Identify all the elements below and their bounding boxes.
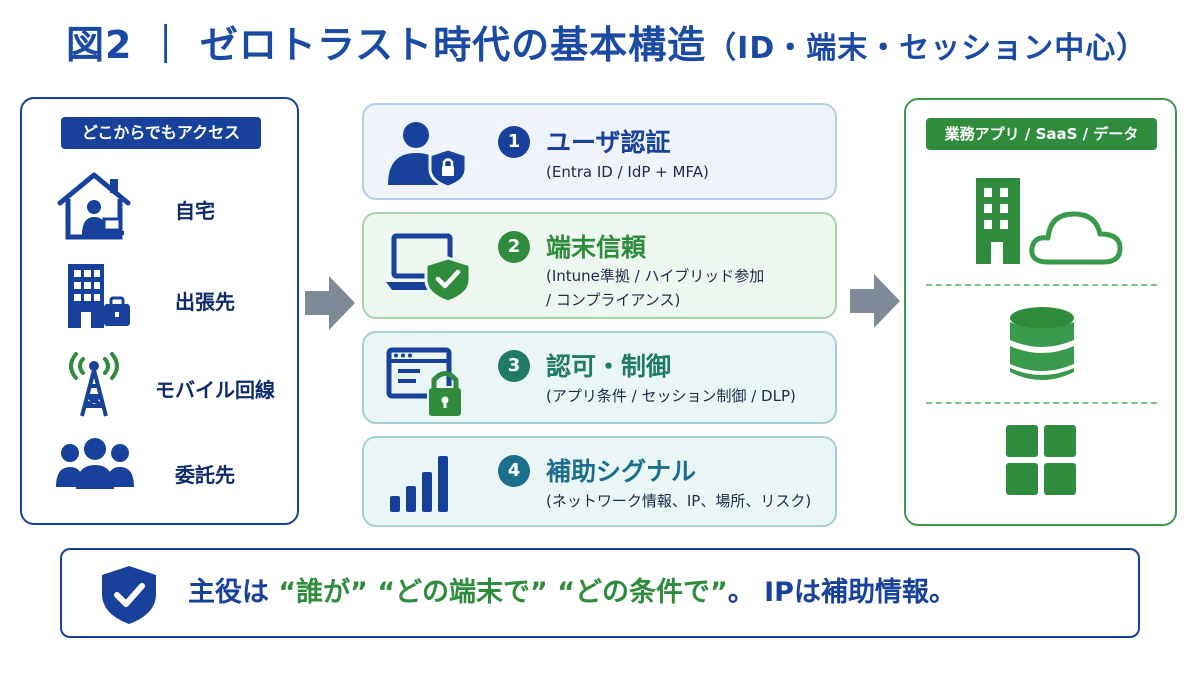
section-divider	[926, 284, 1157, 286]
message-part: 主役は	[188, 577, 269, 608]
step-user-auth-card: 1 ユーザ認証 (Entra ID / IdP + MFA)	[362, 103, 837, 200]
location-business-trip-label: 出張先	[175, 290, 235, 314]
message-part: 。 IPは補助情報。	[727, 577, 956, 608]
step-authorization-card: 3 認可・制御 (アプリ条件 / セッション制御 / DLP)	[362, 331, 837, 424]
people-group-icon	[56, 438, 134, 489]
database-icon	[1010, 307, 1074, 380]
business-resources-header: 業務アプリ / SaaS / データ	[926, 118, 1157, 150]
business-resources-panel: 業務アプリ / SaaS / データ	[904, 98, 1177, 526]
step-number-badge: 3	[498, 350, 530, 382]
app-grid-icon	[1006, 425, 1076, 495]
step-description-line: / コンプライアンス)	[546, 291, 681, 309]
key-message-banner: 主役は “誰が” “どの端末で” “どの条件で”。 IPは補助情報。	[60, 548, 1140, 638]
page-title: 図2 ｜ ゼロトラスト時代の基本構造（ID・端末・セッション中心）	[66, 14, 1176, 69]
home-worker-icon	[57, 172, 131, 240]
message-highlight-device: “どの端末で”	[377, 577, 548, 608]
access-locations-header: どこからでもアクセス	[61, 117, 261, 149]
arrow-right-icon	[850, 274, 900, 328]
step-description: (アプリ条件 / セッション制御 / DLP)	[546, 387, 796, 405]
title-sub: （ID・端末・セッション中心）	[706, 31, 1148, 66]
step-description: (Intune準拠 / ハイブリッド参加 / コンプライアンス)	[546, 264, 764, 312]
location-home: 自宅	[22, 169, 301, 249]
title-main: 図2 ｜ ゼロトラスト時代の基本構造	[66, 23, 707, 67]
step-number-badge: 1	[498, 126, 530, 158]
message-highlight-condition: “どの条件で”	[557, 577, 728, 608]
step-title: 端末信頼	[546, 233, 647, 262]
location-business-trip: 出張先	[22, 256, 301, 336]
step-number-badge: 2	[498, 231, 530, 263]
access-locations-panel: どこからでもアクセス 自宅 出張先	[20, 97, 299, 525]
step-number-badge: 4	[498, 455, 530, 487]
user-shield-icon	[388, 122, 468, 189]
arrow-right-icon	[305, 276, 355, 330]
building-cloud-icon	[976, 178, 1123, 265]
cell-tower-icon	[69, 352, 119, 417]
step-title: 補助シグナル	[546, 457, 697, 486]
step-title: ユーザ認証	[546, 128, 671, 157]
window-lock-icon	[386, 347, 463, 418]
step-aux-signals-card: 4 補助シグナル (ネットワーク情報、IP、場所、リスク)	[362, 436, 837, 527]
key-message-text: 主役は “誰が” “どの端末で” “どの条件で”。 IPは補助情報。	[188, 550, 956, 636]
step-title: 認可・制御	[546, 352, 672, 381]
location-contractor: 委託先	[22, 437, 301, 517]
step-device-trust-card: 2 端末信頼 (Intune準拠 / ハイブリッド参加 / コンプライアンス)	[362, 212, 837, 319]
laptop-check-icon	[386, 233, 472, 304]
step-description: (ネットワーク情報、IP、場所、リスク)	[546, 492, 812, 510]
location-contractor-label: 委託先	[175, 463, 235, 487]
location-mobile-label: モバイル回線	[155, 378, 275, 402]
message-highlight-who: “誰が”	[278, 577, 368, 608]
step-description: (Entra ID / IdP + MFA)	[546, 163, 709, 181]
signal-bars-icon	[390, 456, 448, 512]
building-briefcase-icon	[68, 264, 130, 328]
location-mobile: モバイル回線	[22, 344, 301, 424]
shield-check-icon	[102, 566, 156, 624]
step-description-line: (Intune準拠 / ハイブリッド参加	[546, 267, 765, 285]
section-divider	[926, 402, 1157, 404]
location-home-label: 自宅	[175, 199, 215, 223]
